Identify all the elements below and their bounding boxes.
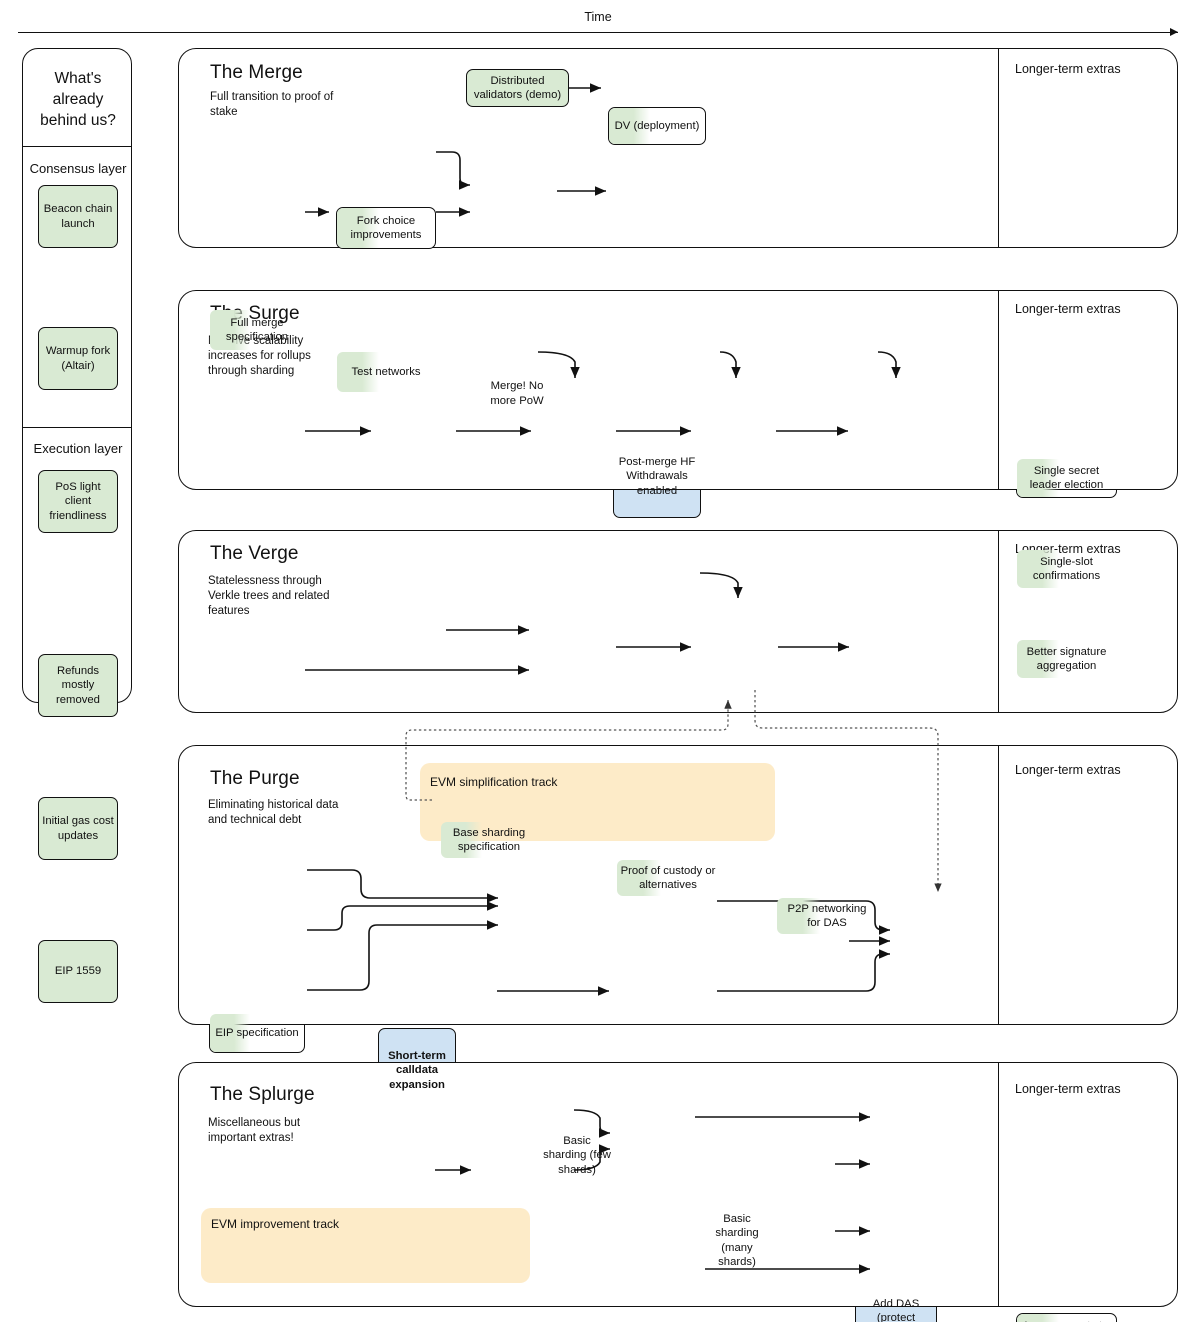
section-merge-extras-title: Longer-term extras xyxy=(1015,62,1121,76)
sidebar-divider-1 xyxy=(22,146,132,147)
node-label: Add DAS (protect against bad committees) xyxy=(872,1298,920,1322)
node-distributed-validators-demo[interactable]: Distributed validators (demo) xyxy=(466,69,569,107)
node-label: P2P networking for DAS xyxy=(787,902,867,929)
sidebar-item-beacon-chain-launch[interactable]: Beacon chain launch xyxy=(38,185,118,248)
sidebar-item-eip-1559[interactable]: EIP 1559 xyxy=(38,940,118,1003)
section-purge-title: The Purge xyxy=(210,768,300,789)
section-verge-extras-divider xyxy=(998,530,999,713)
section-purge-extras-title: Longer-term extras xyxy=(1015,763,1121,777)
node-p2p-networking-for-das[interactable]: P2P networking for DAS xyxy=(776,897,878,935)
section-splurge-extras-divider xyxy=(998,1062,999,1307)
evm-improvement-track-title: EVM improvement track xyxy=(211,1217,340,1231)
section-the-surge xyxy=(178,290,1178,490)
node-label: Test networks xyxy=(351,365,421,378)
node-label: Single-slot confirmations xyxy=(1032,555,1101,582)
extra-better-signature-aggregation[interactable]: Better signature aggregation xyxy=(1016,639,1117,679)
sidebar-item-initial-gas-cost-updates[interactable]: Initial gas cost updates xyxy=(38,797,118,860)
sidebar-item-label: Warmup fork (Altair) xyxy=(45,345,111,372)
already-behind-us-panel: What's already behind us? Consensus laye… xyxy=(22,48,132,1003)
section-merge-title: The Merge xyxy=(210,62,303,83)
time-axis-arrowhead xyxy=(1170,27,1178,36)
sidebar-heading: What's already behind us? xyxy=(40,70,116,129)
sidebar-item-label: Initial gas cost updates xyxy=(42,815,114,842)
section-purge-subtitle: Eliminating historical data and technica… xyxy=(208,799,339,827)
section-verge-subtitle: Statelessness through Verkle trees and r… xyxy=(208,575,330,618)
evm-simplification-track-title: EVM simplification track xyxy=(430,775,558,789)
node-label: EIP specification xyxy=(215,1026,299,1039)
sidebar-group-label-execution: Execution layer xyxy=(33,441,123,456)
sidebar-item-label: Refunds mostly removed xyxy=(56,665,100,706)
extra-improvements-to-shard-pbs[interactable]: Improvements to shard PBS xyxy=(1016,1313,1117,1322)
node-label: Better signature aggregation xyxy=(1026,645,1107,672)
extra-single-secret-leader-election[interactable]: Single secret leader election xyxy=(1016,458,1117,498)
node-label: Proof of custody or alternatives xyxy=(620,864,716,891)
sidebar-item-warmup-fork[interactable]: Warmup fork (Altair) xyxy=(38,327,118,390)
node-fork-choice-improvements[interactable]: Fork choice improvements xyxy=(336,207,436,249)
sidebar-item-label: EIP 1559 xyxy=(54,965,102,978)
section-merge-subtitle: Full transition to proof of stake xyxy=(210,91,334,119)
node-label: DV (deployment) xyxy=(614,119,700,132)
sidebar-group-label-consensus: Consensus layer xyxy=(29,161,127,176)
section-purge-extras-divider xyxy=(998,745,999,1025)
section-surge-extras-title: Longer-term extras xyxy=(1015,302,1121,316)
node-label: Short-term calldata expansion xyxy=(388,1050,446,1091)
node-proof-of-custody[interactable]: Proof of custody or alternatives xyxy=(616,859,720,897)
node-label: Distributed validators (demo) xyxy=(473,74,562,101)
section-surge-extras-divider xyxy=(998,290,999,490)
sidebar-divider-2 xyxy=(22,427,132,428)
node-label: Merge! No more PoW xyxy=(490,380,544,407)
extra-single-slot-confirmations[interactable]: Single-slot confirmations xyxy=(1016,549,1117,589)
node-label: Post-merge HF Withdrawals enabled xyxy=(618,456,696,497)
time-axis-label: Time xyxy=(584,10,612,24)
node-label: Base sharding specification xyxy=(452,826,526,853)
sidebar-item-pos-light-client[interactable]: PoS light client friendliness xyxy=(38,470,118,533)
section-splurge-extras-title: Longer-term extras xyxy=(1015,1082,1121,1096)
section-the-verge xyxy=(178,530,1178,713)
section-verge-title: The Verge xyxy=(210,543,299,564)
evm-improvement-track-panel xyxy=(201,1208,530,1283)
section-merge-extras-divider xyxy=(998,48,999,248)
node-base-sharding-specification[interactable]: Base sharding specification xyxy=(440,821,538,859)
node-dv-deployment[interactable]: DV (deployment) xyxy=(608,107,706,145)
section-splurge-subtitle: Miscellaneous but important extras! xyxy=(208,1117,301,1145)
sidebar-item-label: Beacon chain launch xyxy=(43,203,113,230)
node-label: Basic sharding (many shards) xyxy=(715,1213,759,1268)
node-label: Basic sharding (few shards) xyxy=(543,1135,611,1176)
node-label: Single secret leader election xyxy=(1029,464,1104,491)
node-full-merge-specification[interactable]: Full merge specification xyxy=(209,309,305,351)
sidebar-item-label: PoS light client friendliness xyxy=(49,481,107,522)
sidebar-item-refunds-removed[interactable]: Refunds mostly removed xyxy=(38,654,118,717)
node-label: Improvements to shard PBS xyxy=(1017,1319,1116,1322)
node-label: Fork choice improvements xyxy=(350,214,422,241)
time-axis-line xyxy=(18,32,1178,33)
section-splurge-title: The Splurge xyxy=(210,1084,315,1105)
node-label: Full merge specification xyxy=(225,316,289,343)
